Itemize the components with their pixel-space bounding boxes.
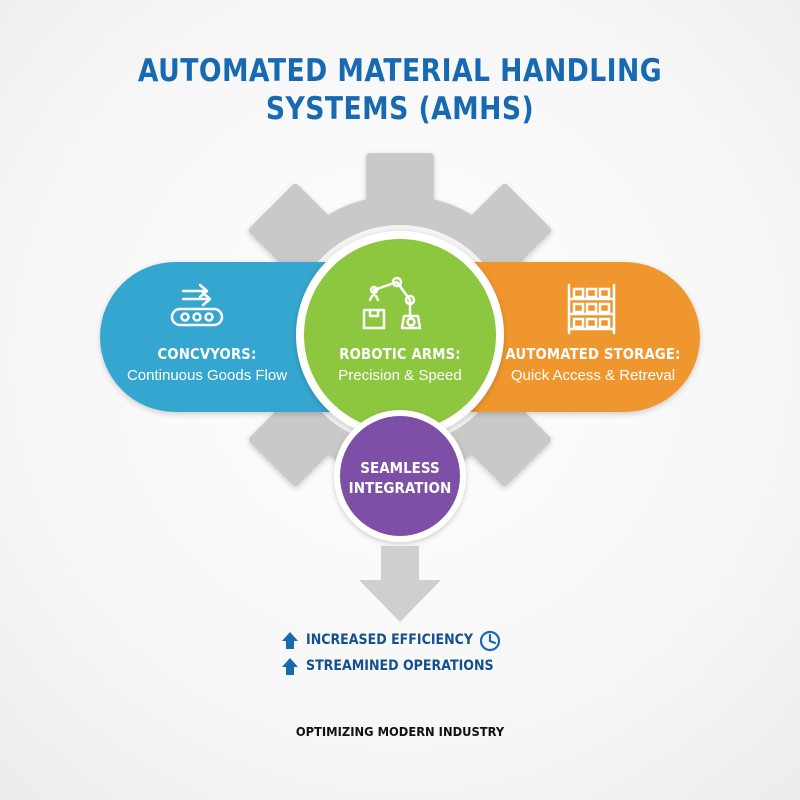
conveyor-icon [170, 283, 224, 327]
conveyors-heading: CONCVYORS: [157, 345, 257, 363]
benefit-label: INCREASED EFFICIENCY [306, 632, 474, 648]
storage-panel [470, 262, 700, 412]
footer-tagline: OPTIMIZING MODERN INDUSTRY [295, 724, 505, 739]
page-title: AUTOMATED MATERIAL HANDLING SYSTEMS (AMH… [56, 52, 744, 128]
storage-subtitle: Quick Access & Retreval [510, 367, 676, 384]
benefit-item: INCREASED EFFICIENCY [306, 632, 492, 648]
clock-icon [479, 630, 501, 652]
robotic-arms-panel [304, 239, 496, 431]
title-line-2: SYSTEMS (AMHS) [265, 91, 535, 127]
up-arrow-icon [282, 632, 298, 649]
storage-rack-icon [567, 283, 616, 335]
conveyors-subtitle: Continuous Goods Flow [126, 367, 288, 384]
conveyors-panel [100, 262, 330, 412]
down-arrow-icon [359, 546, 441, 622]
conveyors-text: CONCVYORS: Continuous Goods Flow [102, 345, 312, 384]
integration-line-2: INTEGRATION [348, 479, 452, 497]
robotic-arm-icon [362, 276, 422, 330]
benefit-item: STREAMINED OPERATIONS [306, 658, 514, 674]
up-arrow-icon [282, 658, 298, 675]
robotic-arms-subtitle: Precision & Speed [338, 367, 462, 384]
robotic-arms-heading: ROBOTIC ARMS: [339, 345, 461, 363]
storage-heading: AUTOMATED STORAGE: [505, 345, 681, 363]
integration-label: SEAMLESS INTEGRATION [348, 458, 452, 498]
benefit-label: STREAMINED OPERATIONS [306, 658, 494, 674]
integration-circle [340, 416, 460, 536]
storage-text: AUTOMATED STORAGE: Quick Access & Retrev… [488, 345, 698, 384]
integration-line-1: SEAMLESS [360, 459, 440, 477]
title-line-1: AUTOMATED MATERIAL HANDLING [137, 53, 663, 89]
robotic-arms-text: ROBOTIC ARMS: Precision & Speed [318, 345, 482, 384]
